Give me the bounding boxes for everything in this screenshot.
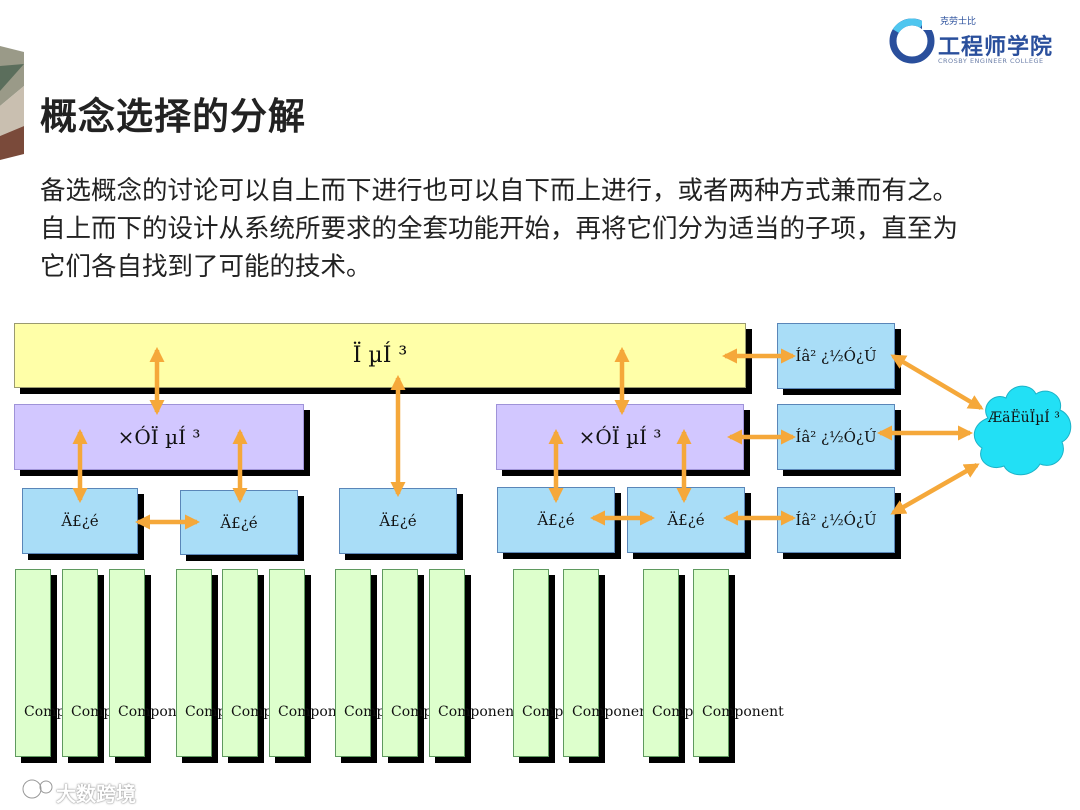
component-box: Component <box>693 569 784 757</box>
corner-decoration <box>0 46 24 160</box>
component-label: Comp <box>231 704 273 720</box>
subsystem-box-right: ×ÓÏ µÍ ³ <box>496 404 744 470</box>
component-label: Comp <box>652 704 694 720</box>
module-box: Ä£¿é <box>627 487 745 553</box>
system-box: Ï µÍ ³ <box>14 323 746 388</box>
logo-main-text: 工程师学院 <box>938 35 1054 60</box>
external-interface-box: Íâ² ¿½Ó¿Ú <box>777 487 895 553</box>
system-label: Ï µÍ ³ <box>352 343 408 368</box>
component-box: Comp <box>15 569 65 757</box>
module-label: Ä£¿é <box>667 511 705 529</box>
module-box: Ä£¿é <box>339 488 457 554</box>
component-label: Comp <box>71 704 113 720</box>
arrow <box>890 463 980 515</box>
component-box: Component <box>563 569 654 757</box>
component-label: Component <box>438 704 520 720</box>
component-label: Comp <box>185 704 227 720</box>
environment-label: ÆäËüÏµÍ ³ <box>988 410 1060 426</box>
component-label: Component <box>702 704 784 720</box>
body-line-1: 备选概念的讨论可以自上而下进行也可以自下而上进行，或者两种方式兼而有之。 <box>40 176 959 206</box>
component-box: Component <box>109 569 200 757</box>
module-box: Ä£¿é <box>497 487 615 553</box>
component-label: Comp <box>522 704 564 720</box>
component-box: Comp <box>643 569 693 757</box>
component-label: Component <box>572 704 654 720</box>
page-title: 概念选择的分解 <box>40 95 306 138</box>
body-line-3: 它们各自找到了可能的技术。 <box>40 252 372 282</box>
subsystem-box-left: ×ÓÏ µÍ ³ <box>14 404 304 470</box>
module-box: Ä£¿é <box>180 490 298 555</box>
subsystem-label: ×ÓÏ µÍ ³ <box>117 425 201 449</box>
module-box: Ä£¿é <box>22 488 138 554</box>
component-box: Comp <box>513 569 563 757</box>
component-box: Comp <box>222 569 272 757</box>
external-interface-box: Íâ² ¿½Ó¿Ú <box>777 323 895 389</box>
component-box: Comp <box>62 569 112 757</box>
logo-english-text: CROSBY ENGINEER COLLEGE <box>938 57 1044 65</box>
component-box: Comp <box>176 569 226 757</box>
watermark-text: 大数跨境 <box>56 782 136 806</box>
module-label: Ä£¿é <box>537 511 575 529</box>
interface-label: Íâ² ¿½Ó¿Ú <box>795 511 877 529</box>
component-label: Comp <box>24 704 66 720</box>
subsystem-label: ×ÓÏ µÍ ³ <box>578 425 662 449</box>
college-logo: 克劳士比 工程师学院 CROSBY ENGINEER COLLEGE <box>888 12 1058 70</box>
interface-label: Íâ² ¿½Ó¿Ú <box>795 428 877 446</box>
body-line-2: 自上而下的设计从系统所要求的全套功能开始，再将它们分为适当的子项，直至为 <box>40 214 959 244</box>
component-box: Comp <box>335 569 385 757</box>
environment-cloud <box>973 385 1072 476</box>
logo-small-text: 克劳士比 <box>940 17 977 27</box>
component-box: Component <box>269 569 360 757</box>
module-label: Ä£¿é <box>61 512 99 530</box>
component-box: Comp <box>382 569 432 757</box>
interface-label: Íâ² ¿½Ó¿Ú <box>795 347 877 365</box>
body-text: 备选概念的讨论可以自上而下进行也可以自下而上进行，或者两种方式兼而有之。 自上而… <box>40 172 1050 286</box>
watermark-logo-icon <box>21 778 53 800</box>
component-label: Comp <box>391 704 433 720</box>
module-label: Ä£¿é <box>379 512 417 530</box>
component-box: Component <box>429 569 520 757</box>
logo-ring-icon <box>889 18 936 64</box>
component-label: Comp <box>344 704 386 720</box>
external-interface-box: Íâ² ¿½Ó¿Ú <box>777 404 895 470</box>
module-label: Ä£¿é <box>220 513 258 532</box>
